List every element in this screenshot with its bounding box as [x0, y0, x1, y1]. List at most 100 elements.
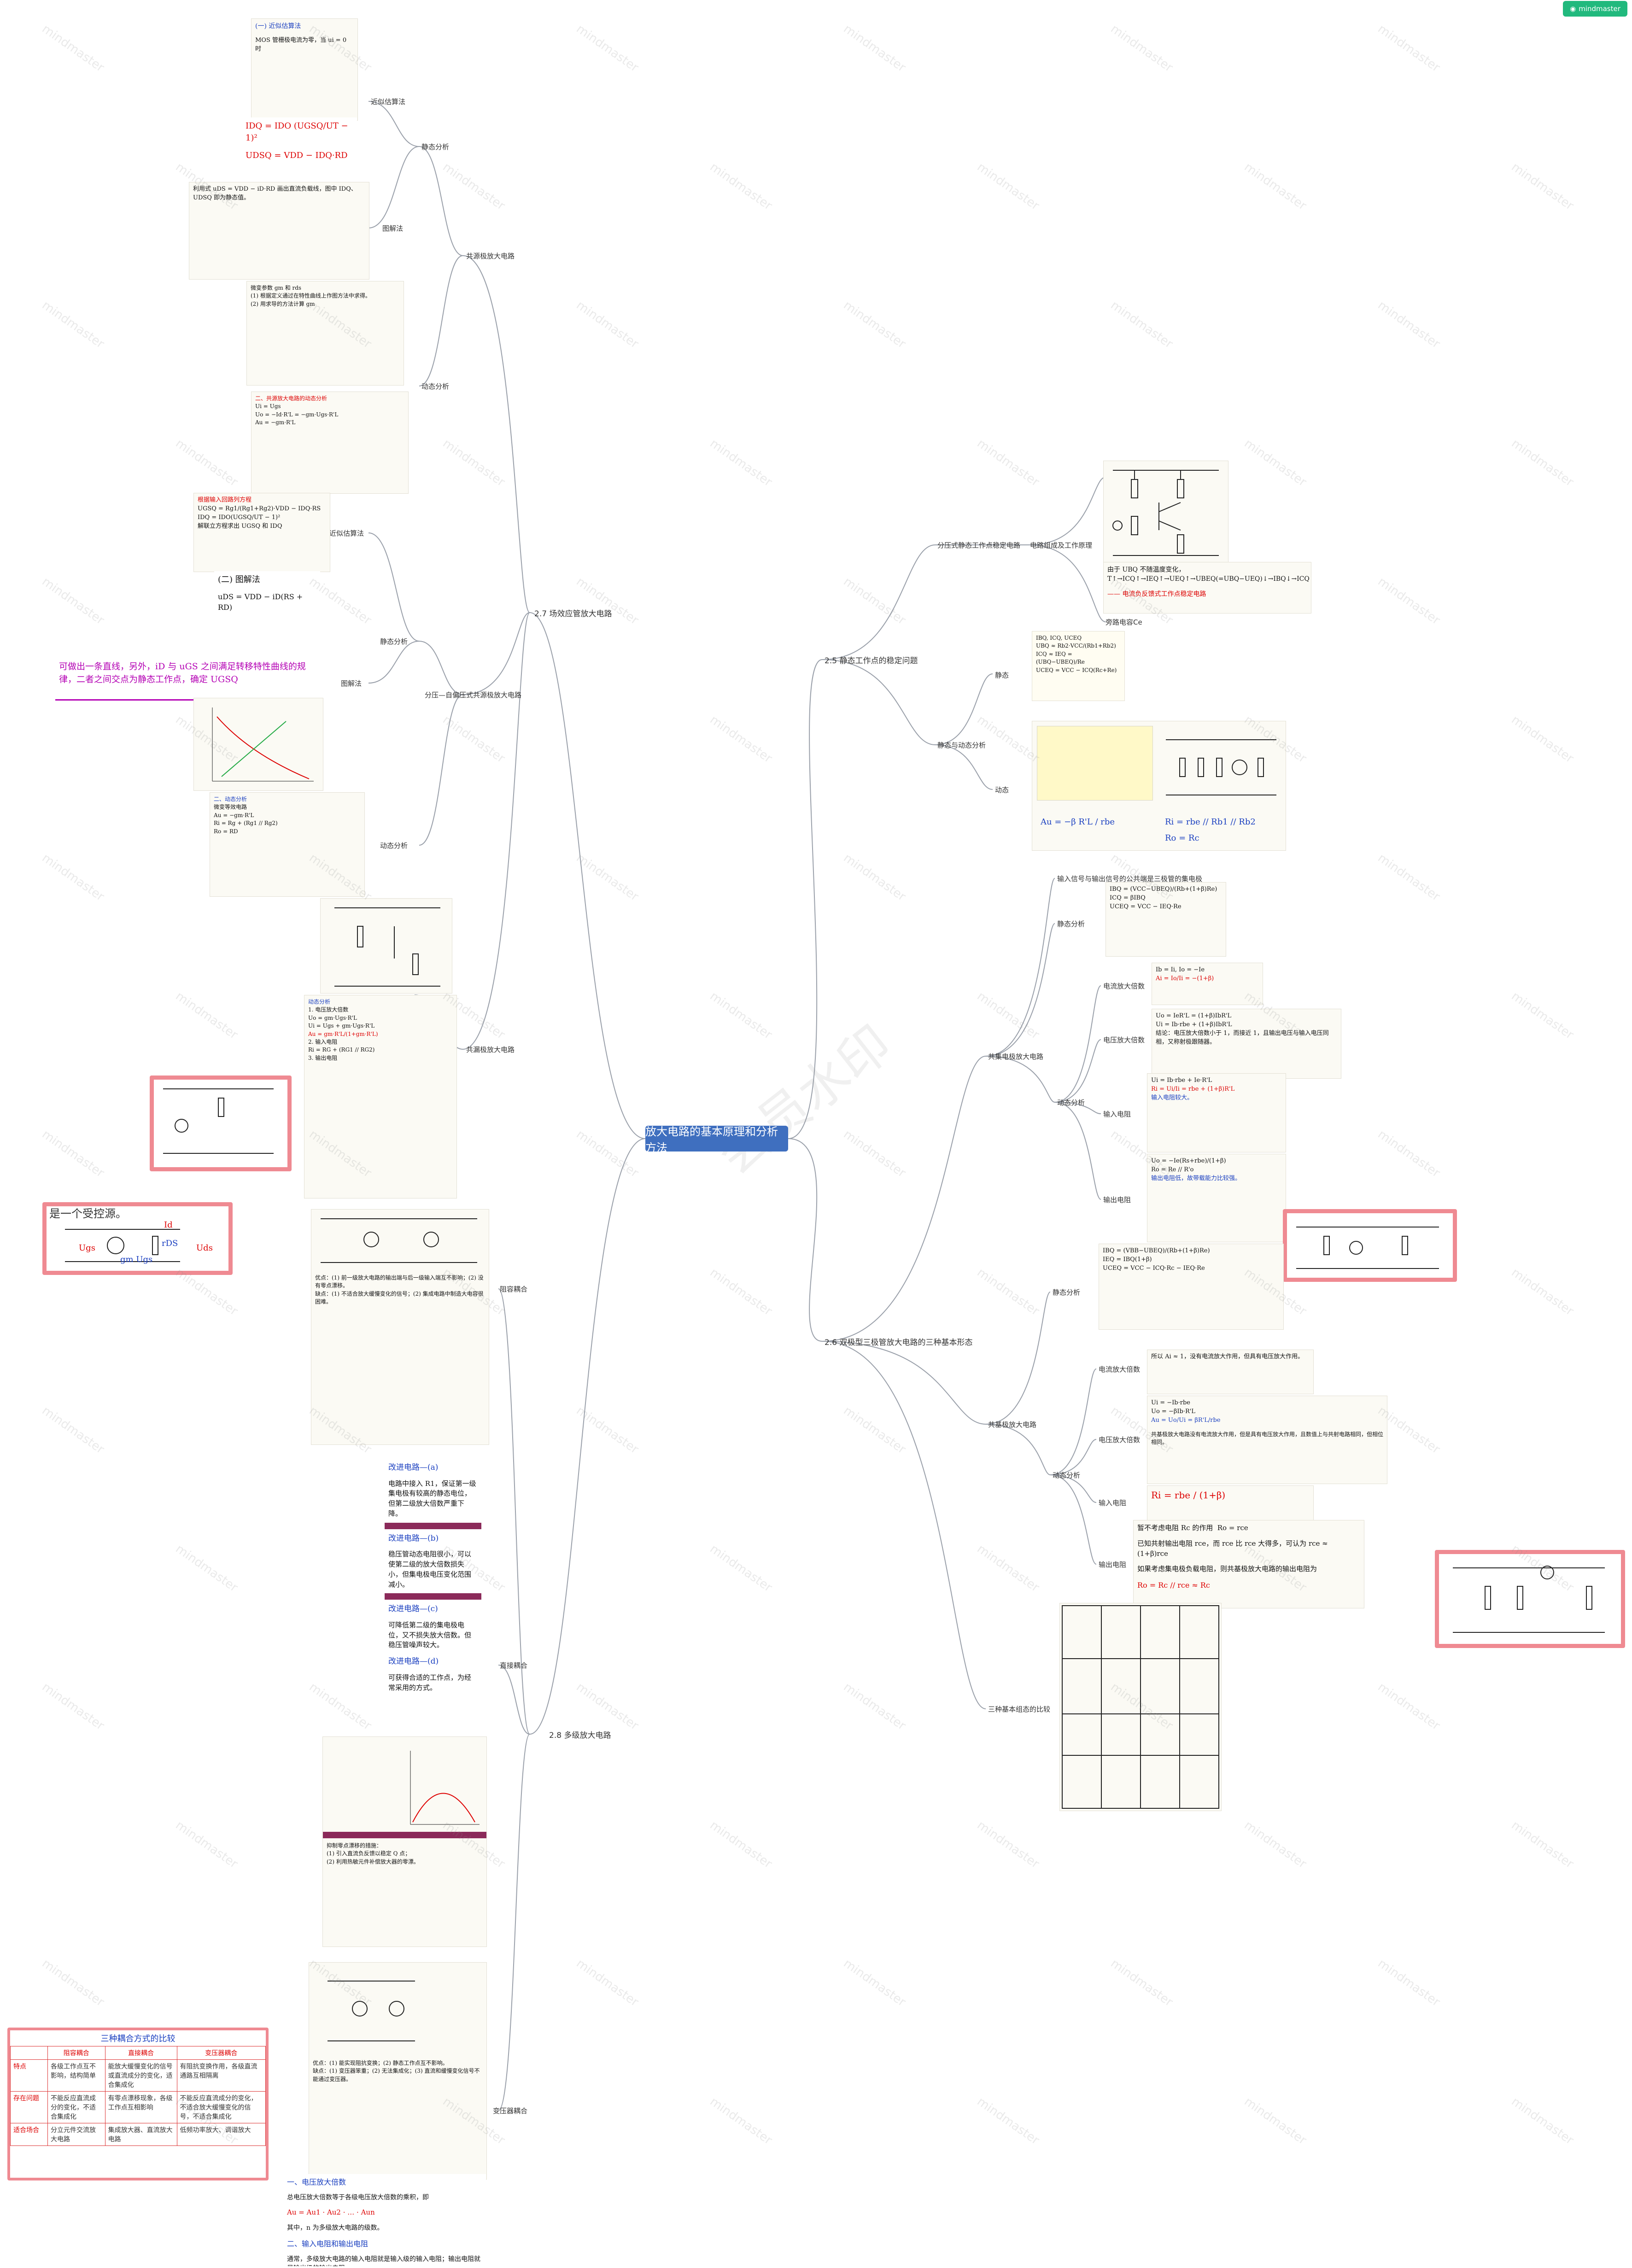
topic-tf[interactable]: 变压器耦合: [493, 2106, 527, 2116]
cc-circuit: [1287, 1213, 1453, 1278]
cc-ri[interactable]: 输入电阻: [1103, 1109, 1131, 1119]
topic-compare[interactable]: 三种基本组态的比较: [988, 1704, 1050, 1714]
stability-text: 由于 UBQ 不随温度变化，T↑→ICQ↑→IEQ↑→UEQ↑→UBEQ(=UB…: [1104, 562, 1311, 587]
gain-formula: Au = −β R'L / rbe: [1037, 813, 1118, 831]
cc-ai[interactable]: 电流放大倍数: [1103, 981, 1145, 991]
cb-dynamic[interactable]: 动态分析: [1053, 1470, 1080, 1480]
topic-bypass-cap[interactable]: 旁路电容Ce: [1106, 617, 1142, 627]
topic-div-dynamic[interactable]: 动态分析: [380, 841, 408, 850]
topic-2-6[interactable]: 2.6 双极型三极管放大电路的三种基本形态: [825, 1336, 972, 1347]
band-divider: [385, 1523, 481, 1529]
topic-divider-cs[interactable]: 分压—自偏压式共源极放大电路: [425, 690, 521, 700]
graph-title: (二) 图解法: [214, 571, 320, 589]
ri-text: 通常，多级放大电路的输入电阻就是输入级的输入电阻；输出电阻就是输出级的输出电阻。: [283, 2252, 486, 2266]
table-title: 三种耦合方式的比较: [10, 2030, 266, 2046]
rc-circuit: [311, 1210, 489, 1269]
table-cell: 有阻抗变换作用，各级直流通路互相隔离: [177, 2060, 266, 2092]
cb-ro-text3: 如果考虑集电极负载电阻，则共基极放大电路的输出电阻为: [1134, 1561, 1364, 1577]
table-cell: 各级工作点互不影响，结构简单: [48, 2060, 105, 2092]
table-cell: 有零点漂移现象，各级工作点互相影响: [105, 2092, 177, 2123]
ro-formula: Ro = Rc: [1161, 830, 1203, 847]
cb-ro[interactable]: 输出电阻: [1099, 1560, 1126, 1569]
table-cell: 分立元件交流放大电路: [48, 2123, 105, 2146]
source-uds-label: Uds: [196, 1243, 213, 1253]
cb-ro-formula: Ro = Rc // rce ≈ Rc: [1134, 1577, 1364, 1593]
jfet-circuit: [154, 1080, 287, 1167]
topic-div-approx[interactable]: 近似估算法: [329, 528, 364, 538]
topic-div-static[interactable]: 静态分析: [380, 637, 408, 646]
topic-cs-approx[interactable]: 近似估算法: [371, 97, 405, 106]
cb-ri[interactable]: 输入电阻: [1099, 1498, 1126, 1508]
topic-cd-amp[interactable]: 共漏极放大电路: [466, 1045, 515, 1054]
card-dynamic-25: Au = −β R'L / rbe Ri = rbe // Rb1 // Rb2…: [1032, 721, 1286, 851]
topic-divider-circuit[interactable]: 分压式静态工作点稳定电路: [937, 540, 1020, 550]
card-graph-text: 可做出一条直线，另外，iD 与 uGS 之间满足转移特性曲线的规律，二者之间交点…: [55, 658, 322, 701]
root-topic[interactable]: 放大电路的基本原理和分析方法: [645, 1126, 788, 1152]
table-header-row: 阻容耦合 直接耦合 变压器耦合: [11, 2046, 266, 2060]
card-cs-dyn1: 微变参数 gm 和 rds(1) 根据定义通过在特性曲线上作图方法中求得。(2)…: [246, 281, 404, 386]
table-header: [11, 2046, 48, 2060]
circuit-diagram: [1104, 461, 1228, 562]
cc-static[interactable]: 静态分析: [1057, 919, 1085, 929]
topic-cb[interactable]: 共基极放大电路: [988, 1420, 1036, 1429]
topic-static-dynamic[interactable]: 静态与动态分析: [937, 740, 986, 750]
cb-au[interactable]: 电压放大倍数: [1099, 1435, 1140, 1444]
row-label: 适合场合: [11, 2123, 48, 2146]
topic-cs-static[interactable]: 静态分析: [421, 142, 449, 152]
imp3-title: 改进电路—(c): [385, 1601, 481, 1618]
card-cc-ri: Ui = Ib·rbe + Ie·R'LRi = Ui/Ii = rbe + (…: [1147, 1073, 1286, 1152]
topic-cs-dynamic[interactable]: 动态分析: [421, 381, 449, 391]
approx-title: (一) 近似估算法: [252, 19, 357, 34]
card-tf: 优点：(1) 能实现阻抗变换；(2) 静态工作点互不影响。缺点：(1) 变压器笨…: [309, 1962, 487, 2180]
topic-2-8[interactable]: 2.8 多级放大电路: [549, 1729, 611, 1740]
row-label: 特点: [11, 2060, 48, 2092]
topic-div-graph[interactable]: 图解法: [341, 678, 362, 688]
uds-formula: uDS = VDD − iD(RS + RD): [214, 589, 320, 615]
topic-cs-amp[interactable]: 共源极放大电路: [466, 251, 515, 261]
topic-cs-graph[interactable]: 图解法: [382, 223, 403, 233]
small-signal-diagram: [1032, 721, 1286, 809]
id-formula: IDQ = IDO (UGSQ/UT − 1)²: [242, 117, 357, 147]
cc-dynamic[interactable]: 动态分析: [1057, 1098, 1085, 1107]
au-text: 总电压放大倍数等于各级电压放大倍数的乘积，即: [283, 2190, 486, 2205]
imp4-text: 可获得合适的工作点，为经常采用的方式。: [385, 1670, 481, 1696]
cb-ri-formula: Ri = rbe / (1+β): [1147, 1486, 1313, 1505]
au-note: 其中，n 为多级放大电路的级数。: [283, 2221, 486, 2235]
source-id-label: Id: [164, 1220, 173, 1230]
topic-2-7[interactable]: 2.7 场效应管放大电路: [534, 607, 612, 619]
card-cb-ri: Ri = rbe / (1+β): [1147, 1485, 1314, 1521]
drift-graph: [323, 1737, 486, 1829]
cc-ro[interactable]: 输出电阻: [1103, 1195, 1131, 1204]
source-gm-label: gm Ugs: [120, 1255, 152, 1264]
ud-formula: UDSQ = VDD − IDQ·RD: [242, 147, 357, 164]
cd-circuit: [321, 899, 452, 993]
controlled-source-frame: 是一个受控源。 gm Ugs rDS Id Ugs Uds: [42, 1202, 233, 1275]
topic-dynamic-25[interactable]: 动态: [995, 785, 1009, 795]
table-header: 阻容耦合: [48, 2046, 105, 2060]
topic-2-5[interactable]: 2.5 静态工作点的稳定问题: [825, 654, 918, 666]
table-cell: 集成放大器、直流放大电路: [105, 2123, 177, 2146]
topic-rc[interactable]: 阻容耦合: [500, 1284, 527, 1294]
source-rds-label: rDS: [162, 1239, 178, 1248]
cb-static[interactable]: 静态分析: [1053, 1287, 1080, 1297]
mindmaster-badge[interactable]: ◉ mindmaster: [1563, 1, 1627, 17]
card-cs-dyn2: 二、共源放大电路的动态分析Ui = UgsUo = −Id·R'L = −gm·…: [251, 392, 409, 494]
card-cb-ai: 所以 Ai ≈ 1，没有电流放大作用，但具有电压放大作用。: [1147, 1350, 1314, 1394]
cb-ro-text1: 暂不考虑电阻 Rc 的作用 Ro = rce: [1134, 1520, 1364, 1536]
imp4-title: 改进电路—(d): [385, 1653, 481, 1670]
topic-static-25[interactable]: 静态: [995, 670, 1009, 680]
badge-label: mindmaster: [1579, 5, 1620, 13]
imp1-title: 改进电路—(a): [385, 1459, 481, 1476]
au-title: 一、电压放大倍数: [283, 2174, 486, 2190]
topic-cc[interactable]: 共集电极放大电路: [988, 1052, 1043, 1061]
cb-ai[interactable]: 电流放大倍数: [1099, 1364, 1140, 1374]
card-rc: 优点：(1) 前一级放大电路的输出端与后一级输入端互不影响；(2) 没有零点漂移…: [311, 1209, 489, 1445]
cc-au[interactable]: 电压放大倍数: [1103, 1035, 1145, 1045]
topic-dc[interactable]: 直接耦合: [500, 1660, 527, 1670]
cd-circuit-frame: [150, 1076, 292, 1171]
table-row: 存在问题 不能反应直流成分的变化，不适合集成化 有零点漂移现象，各级工作点互相影…: [11, 2092, 266, 2123]
topic-circuit-principle[interactable]: 电路组成及工作原理: [1030, 540, 1092, 550]
